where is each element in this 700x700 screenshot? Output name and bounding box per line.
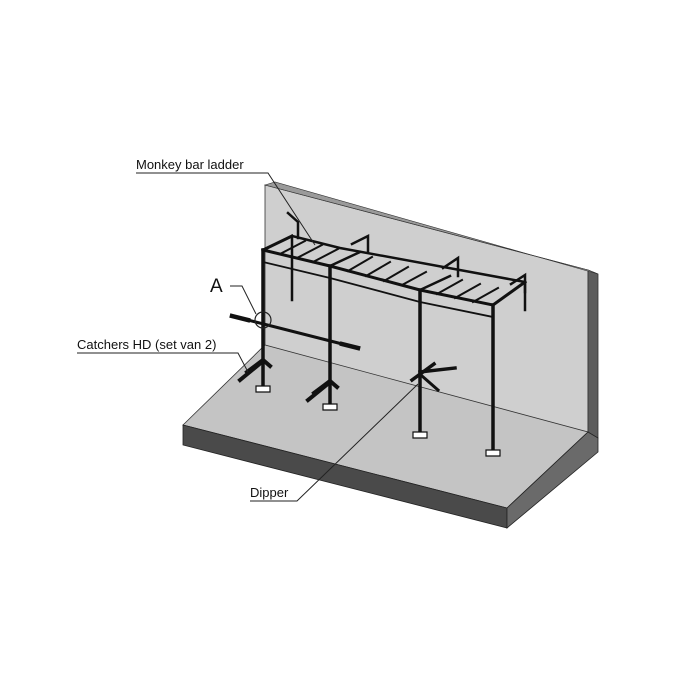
label-catchers: Catchers HD (set van 2) xyxy=(77,337,216,352)
pullup-hook-left xyxy=(286,211,300,240)
monkey-bar-rungs xyxy=(278,239,500,304)
label-detail-a: A xyxy=(210,276,223,297)
leader-dipper xyxy=(250,383,419,502)
frame-end-mid xyxy=(328,250,362,268)
leader-catchers xyxy=(77,352,249,373)
pullup-hook-mid2 xyxy=(441,255,460,278)
leader-lines xyxy=(77,172,419,502)
floor-side xyxy=(506,431,599,529)
pullup-hook-mid xyxy=(350,233,370,254)
frame-end-mid2 xyxy=(418,274,452,292)
detail-circle-a xyxy=(254,311,272,329)
top-rail-back xyxy=(290,234,527,284)
catcher-right-arm xyxy=(305,380,332,403)
label-dipper: Dipper xyxy=(250,485,289,500)
leader-monkey-bar xyxy=(136,172,316,246)
wall-side xyxy=(587,269,599,446)
wall-top xyxy=(263,181,599,275)
top-rail-lower xyxy=(261,260,495,319)
rig-frame xyxy=(229,211,528,457)
barbell-sleeve-right xyxy=(339,341,361,351)
leader-a xyxy=(230,285,257,315)
foot-plates xyxy=(255,385,501,457)
frame-end-left xyxy=(260,233,295,253)
barbell-sleeve-left xyxy=(229,313,251,323)
dipper-arm-2 xyxy=(418,366,457,374)
catcher-left-arm xyxy=(237,359,265,383)
floor xyxy=(182,344,599,529)
frame-end-right xyxy=(490,279,528,308)
pullup-hook-right xyxy=(509,272,527,294)
label-monkey-bar-ladder: Monkey bar ladder xyxy=(136,157,244,172)
dipper-arm-3 xyxy=(419,373,441,393)
barbell xyxy=(230,314,360,350)
